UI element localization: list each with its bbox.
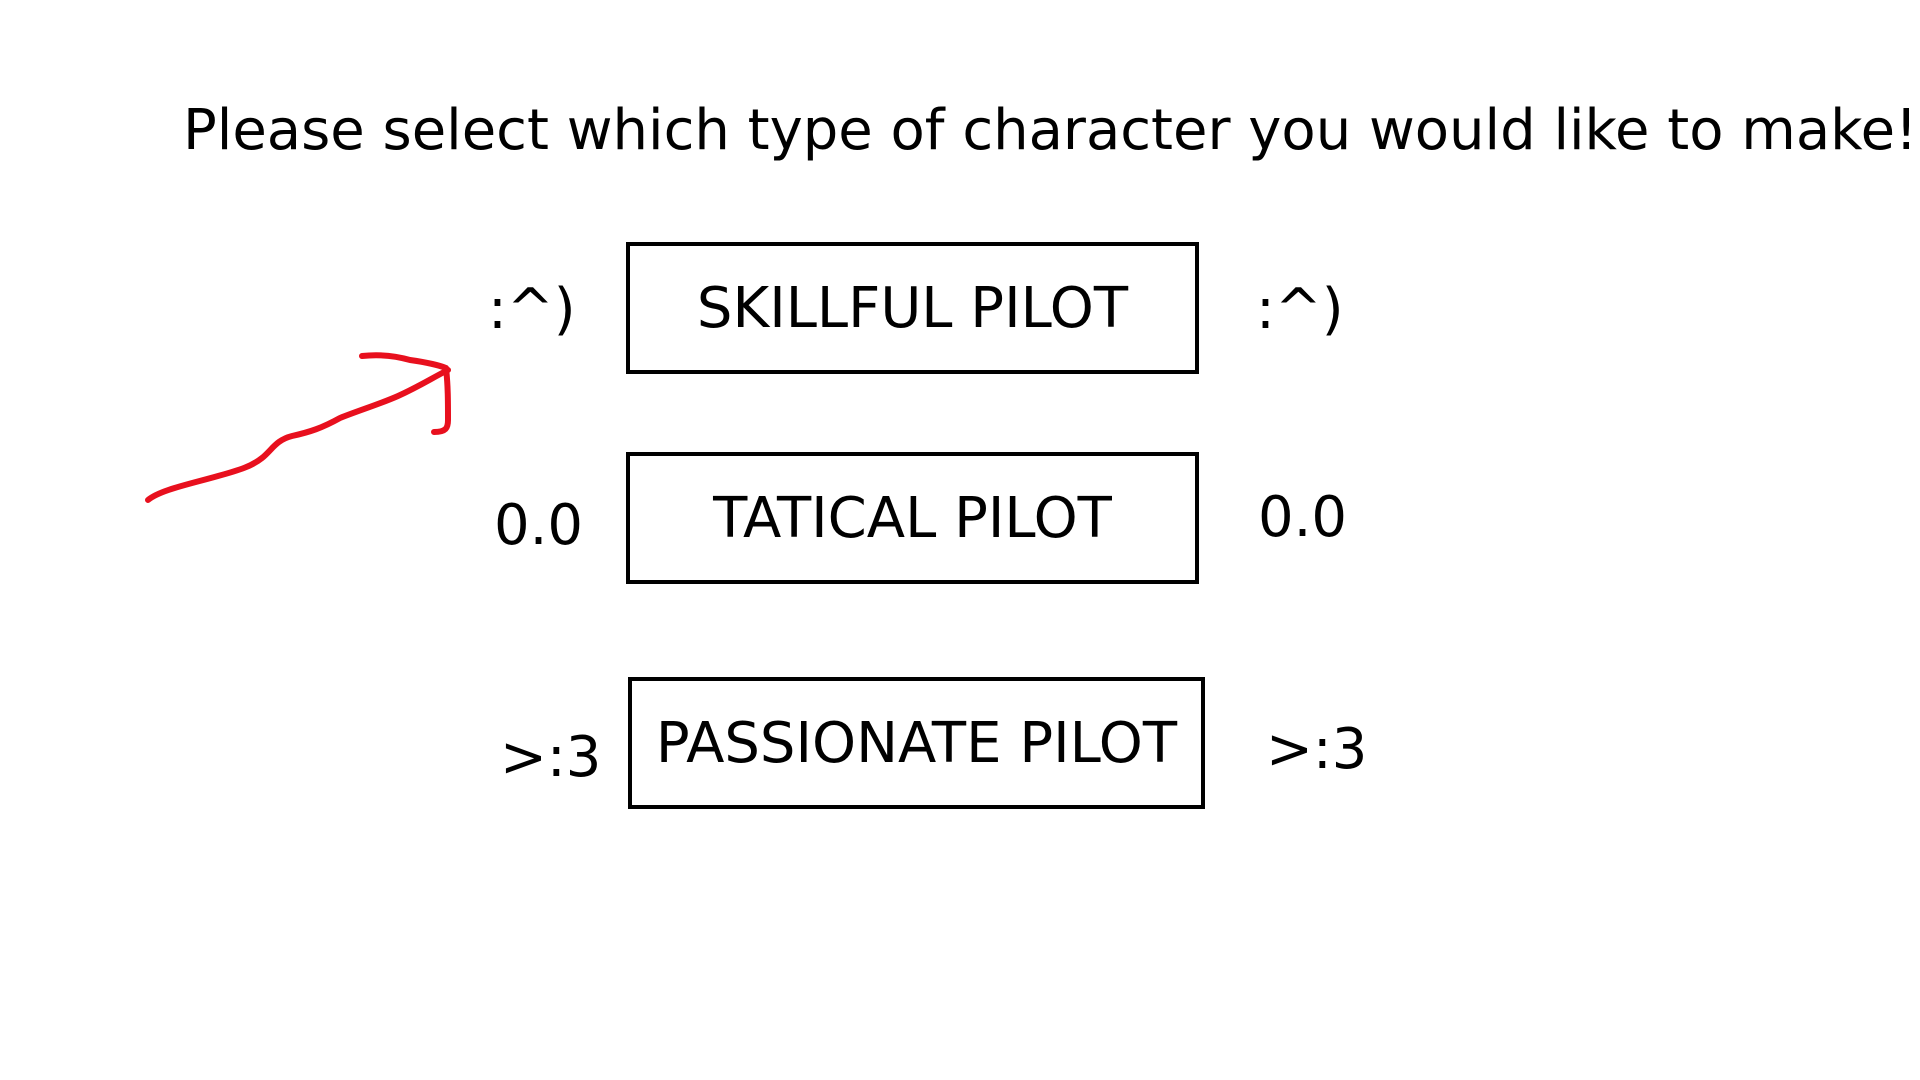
face-right-tatical: 0.0 — [1258, 485, 1348, 550]
passionate-pilot-label: PASSIONATE PILOT — [655, 710, 1178, 776]
face-left-passionate: >:3 — [500, 725, 602, 790]
face-left-tatical: 0.0 — [494, 493, 584, 558]
passionate-pilot-button[interactable]: PASSIONATE PILOT — [628, 677, 1205, 809]
arrow-shaft — [145, 367, 451, 503]
prompt-title: Please select which type of character yo… — [183, 98, 1918, 163]
arrow-head — [359, 352, 451, 435]
face-left-skillful: :^) — [488, 277, 576, 342]
skillful-pilot-label: SKILLFUL PILOT — [696, 275, 1129, 341]
face-right-skillful: :^) — [1256, 277, 1344, 342]
face-right-passionate: >:3 — [1266, 717, 1368, 782]
tatical-pilot-button[interactable]: TATICAL PILOT — [626, 452, 1199, 584]
tatical-pilot-label: TATICAL PILOT — [713, 485, 1112, 551]
skillful-pilot-button[interactable]: SKILLFUL PILOT — [626, 242, 1199, 374]
